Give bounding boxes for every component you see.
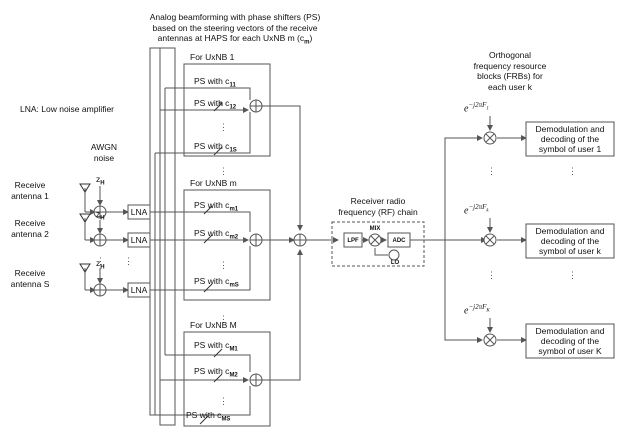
group-title: For UxNB m [190, 178, 237, 188]
frb-exponent: e−j2πFk [464, 203, 489, 217]
phase-shifter-icon [199, 415, 209, 425]
rf-chain-title: Receiver radio frequency (RF) chain [338, 196, 418, 217]
ps-label: PS with c12 [194, 98, 237, 111]
ellipsis-dots: ⋮ ⋮ ⋮ ⋮ ⋮ ⋮ ⋮ ⋮ ⋮ ⋮ ⋮ [96, 122, 577, 406]
svg-text:⋮: ⋮ [219, 396, 228, 406]
lna-label: LNA [130, 285, 148, 295]
svg-text:⋮: ⋮ [568, 270, 577, 280]
ps-label: PS with cM2 [194, 366, 238, 379]
ps-label: PS with cm1 [194, 200, 239, 213]
lo-label: LO [390, 260, 400, 266]
phase-shifter-icon [213, 348, 223, 358]
demod-box [525, 121, 615, 157]
noise-label: zH [96, 258, 105, 271]
svg-text:⋮: ⋮ [568, 166, 577, 176]
svg-text:⋮: ⋮ [219, 166, 228, 176]
svg-text:⋮: ⋮ [219, 260, 228, 270]
svg-text:⋮: ⋮ [219, 314, 228, 324]
antenna-icons [79, 183, 91, 273]
adc-label: ADC [392, 238, 406, 244]
ps-label: PS with cm2 [194, 228, 239, 241]
svg-text:⋮: ⋮ [96, 256, 105, 266]
frb-exponent: e−j2πFK [464, 303, 490, 317]
demod-box [525, 223, 615, 259]
lna-box [127, 282, 151, 298]
ps-label: PS with c11 [194, 76, 236, 89]
noise-label: zH [96, 174, 105, 187]
frb-exponent: e−j2πF1 [464, 101, 489, 115]
beamforming-title: Analog beamforming with phase shifters (… [149, 12, 321, 46]
mix-label: MIX [369, 226, 381, 232]
phase-shifter-icon [203, 234, 213, 244]
lna-note: LNA: Low noise amplifier [20, 104, 115, 114]
ps-label: PS with cmS [194, 276, 239, 289]
phase-shifters [199, 102, 223, 425]
lo-icon [388, 249, 400, 261]
group-title: For UxNB M [190, 320, 237, 330]
frb-title: Orthogonal frequency resource blocks (FR… [473, 50, 547, 92]
group-box-M [183, 331, 271, 427]
group-box-m [183, 189, 271, 301]
ps-label: PS with cM1 [194, 340, 238, 353]
phase-shifter-icon [203, 205, 213, 215]
adc-box [387, 232, 411, 248]
svg-text:⋮: ⋮ [487, 270, 496, 280]
noise-label: zH [96, 209, 105, 222]
awgn-label: AWGN noise [90, 142, 118, 163]
lna-label: LNA [130, 207, 148, 217]
antenna-icon [79, 263, 91, 273]
lna-label: LNA [130, 235, 148, 245]
lpf-box [343, 232, 363, 248]
lna-box [127, 232, 151, 248]
antenna-icon [79, 213, 91, 223]
svg-text:⋮: ⋮ [124, 256, 133, 266]
phase-shifter-icon [213, 373, 223, 383]
ps-label: PS with cMS [186, 410, 231, 423]
svg-text:⋮: ⋮ [487, 166, 496, 176]
group-title: For UxNB 1 [190, 52, 235, 62]
demod-box [525, 323, 615, 359]
phase-shifter-icon [213, 146, 223, 156]
ps-label: PS with c1S [194, 141, 237, 154]
lna-box [127, 204, 151, 220]
lpf-label: LPF [347, 238, 359, 244]
svg-text:⋮: ⋮ [219, 122, 228, 132]
antenna-icon [79, 183, 91, 193]
phase-shifter-icon [213, 102, 223, 112]
phase-shifter-icon [203, 283, 213, 293]
